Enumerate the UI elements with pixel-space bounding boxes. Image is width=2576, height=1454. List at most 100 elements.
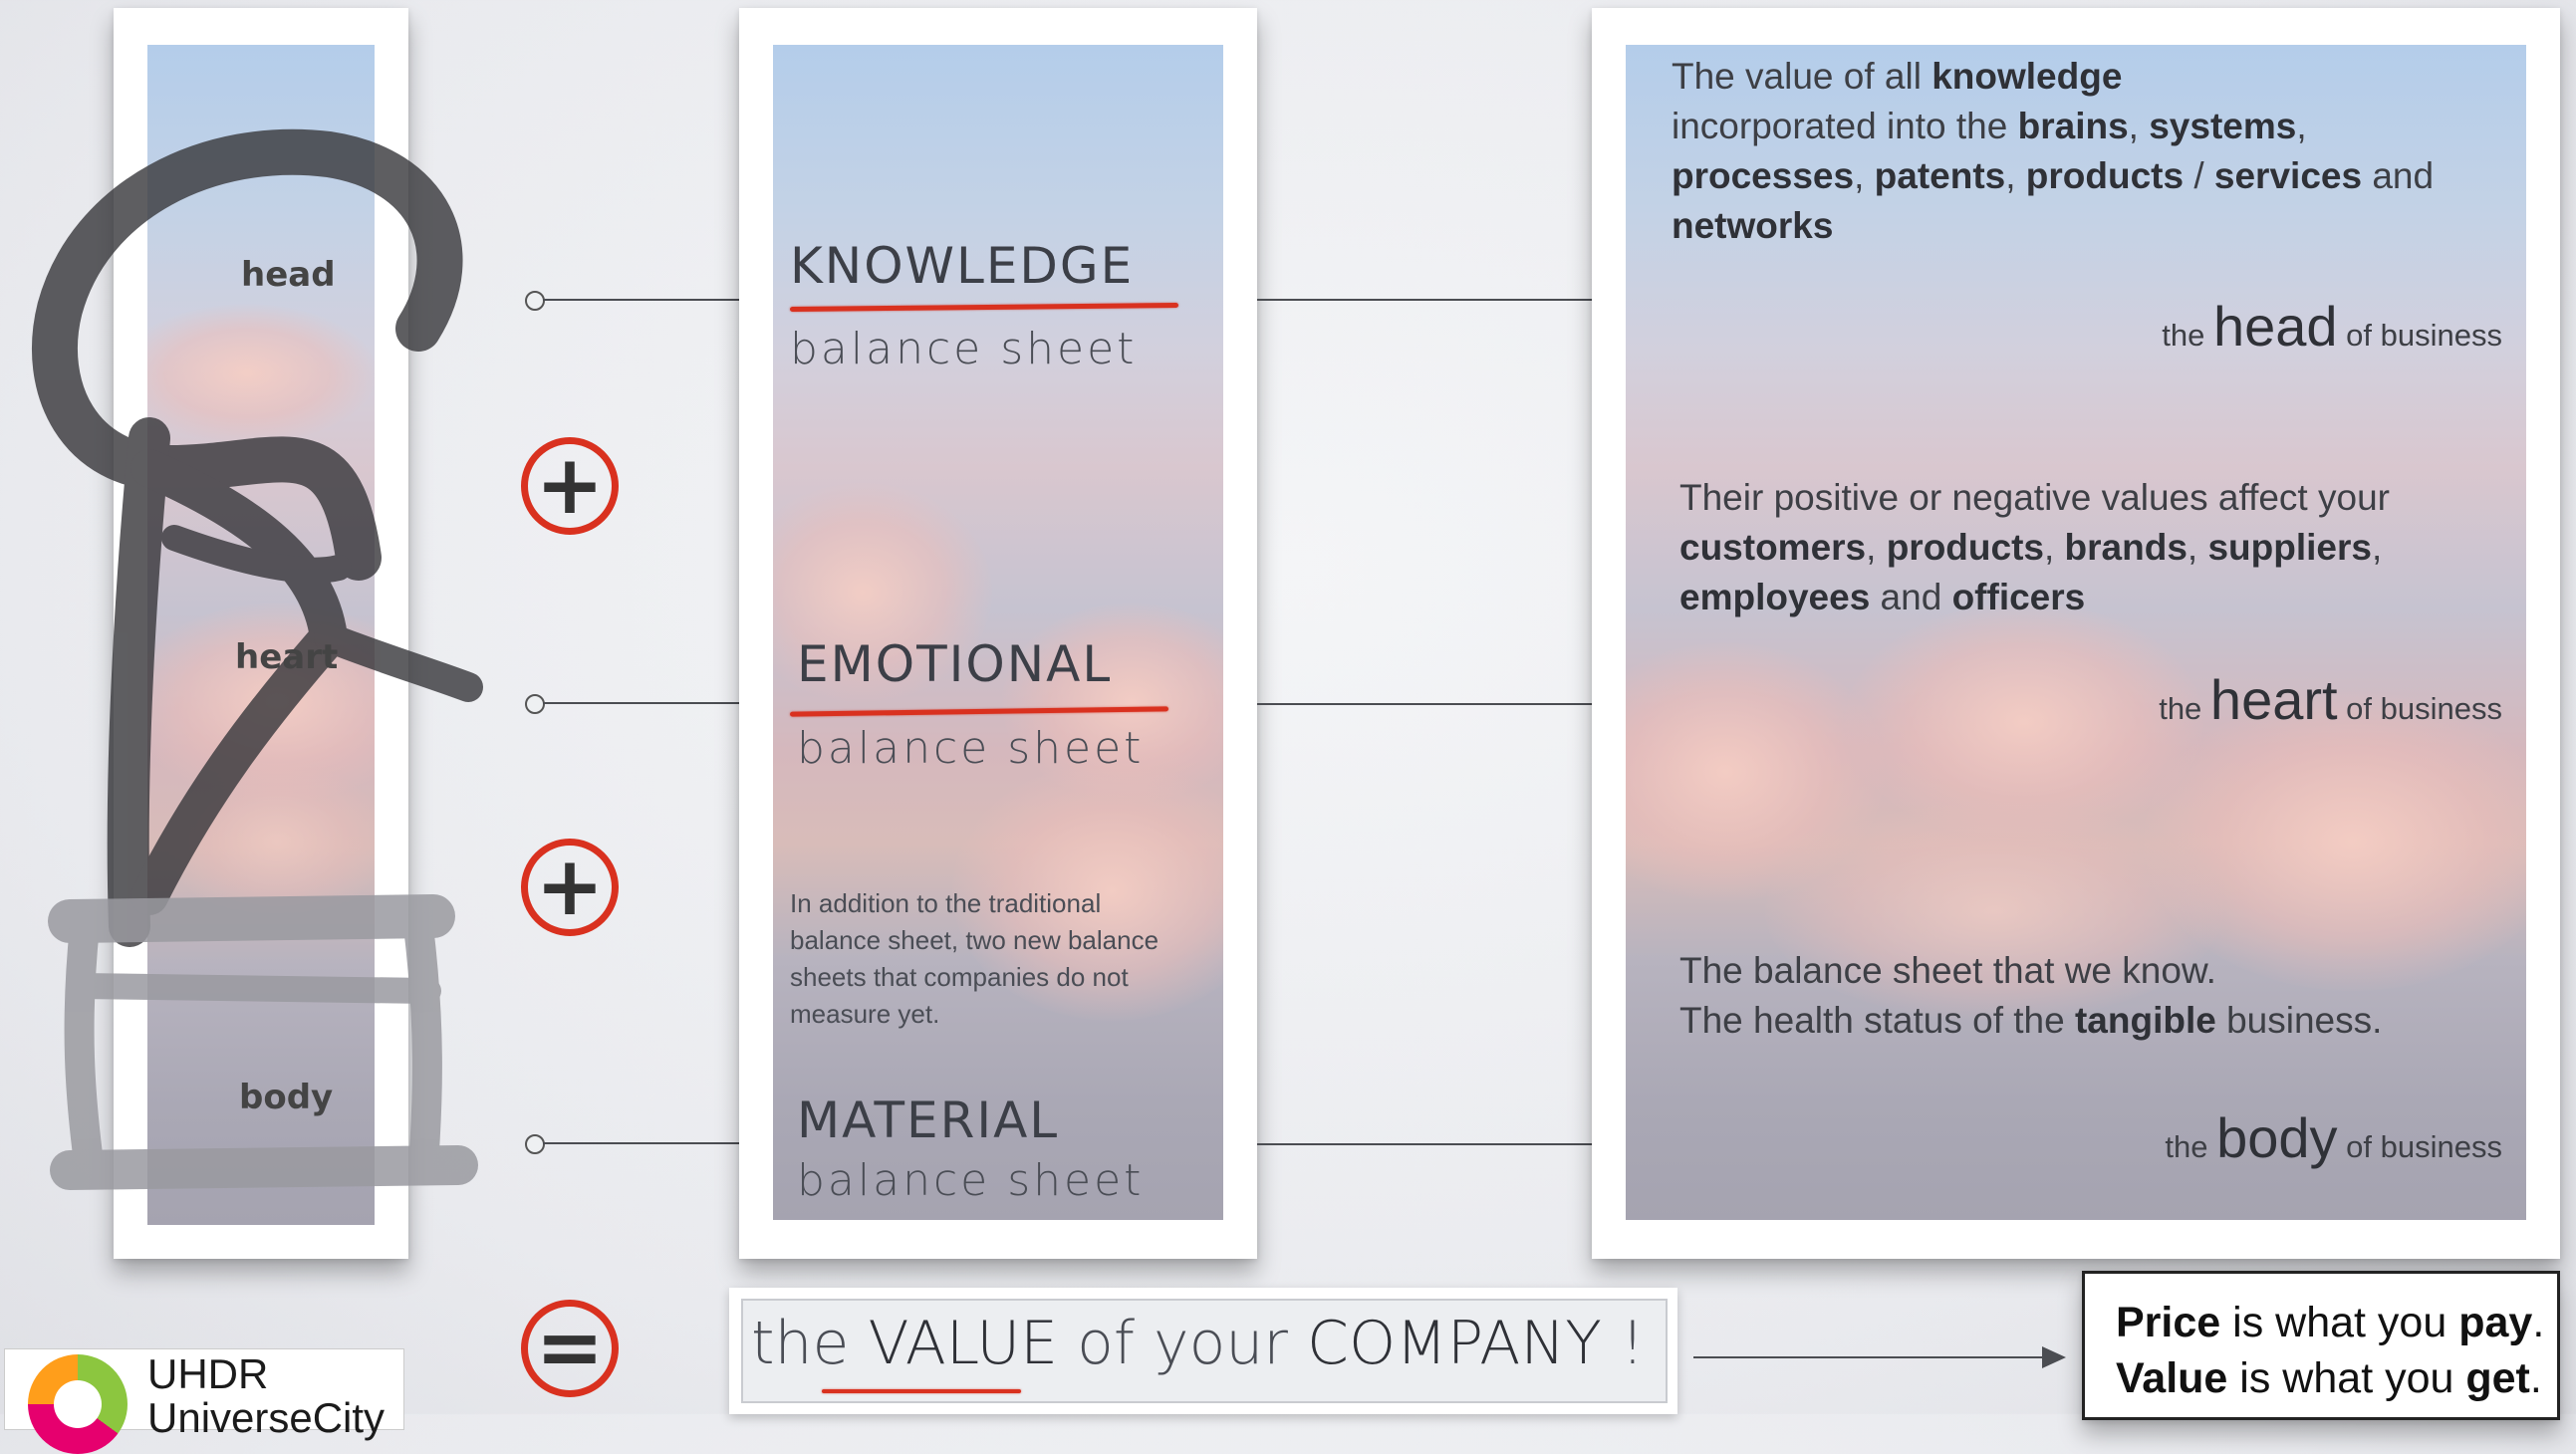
text-segment: Price: [2116, 1299, 2221, 1346]
cloud: [952, 762, 1223, 1021]
connector-node-head: [525, 291, 545, 311]
emotional-subtitle: balance sheet: [797, 723, 1145, 774]
heart-description: Their positive or negative values affect…: [1679, 473, 2496, 622]
logo-line-2: UniverseCity: [147, 1394, 386, 1441]
knowledge-title: KNOWLEDGE: [790, 237, 1135, 295]
heart-of-business-tag: the heart of business: [2159, 667, 2502, 732]
text-segment: /: [2184, 155, 2214, 196]
text-segment: body: [2216, 1106, 2338, 1169]
text-segment: incorporated into the: [1672, 106, 2018, 146]
text-segment: ,: [2005, 155, 2026, 196]
logo-icon-inner: [54, 1380, 102, 1428]
head-of-business-tag: the head of business: [2162, 294, 2502, 359]
head-tag-wrap: the head of business: [1626, 279, 2502, 359]
text-segment: officers: [1951, 577, 2086, 617]
connector-line-heart: [543, 702, 742, 704]
middle-panel-sky: [773, 45, 1223, 1220]
text-segment: is what you: [2227, 1354, 2466, 1402]
text-segment: ,: [2043, 527, 2065, 568]
arrow-head-icon: [2042, 1346, 2066, 1368]
material-subtitle: balance sheet: [797, 1155, 1145, 1206]
heart-tag-wrap: the heart of business: [1626, 647, 2502, 732]
text-segment: and: [2362, 155, 2435, 196]
text-segment: pay: [2458, 1299, 2533, 1346]
material-title: MATERIAL: [797, 1091, 1060, 1149]
equals-icon: =: [521, 1300, 619, 1397]
text-segment: get: [2465, 1354, 2530, 1402]
label-heart: heart: [235, 637, 339, 677]
plus-icon: +: [521, 839, 619, 936]
text-segment: of business: [2337, 691, 2502, 726]
cloud: [1765, 802, 2223, 1021]
value-word: VALUE: [868, 1309, 1059, 1378]
body-tag-wrap: the body of business: [1626, 1090, 2502, 1170]
company-word: COMPANY: [1307, 1309, 1602, 1378]
text-segment: ,: [2128, 106, 2150, 146]
text-segment: ,: [2371, 527, 2383, 568]
text-segment: head: [2212, 295, 2338, 358]
cloud: [147, 304, 375, 443]
left-panel-sky: [147, 45, 375, 1225]
arrow-line-value: [1693, 1356, 2048, 1358]
text-segment: of business: [2337, 318, 2502, 353]
label-body: body: [239, 1078, 334, 1117]
text-segment: the: [2159, 691, 2210, 726]
text-segment: and: [1870, 577, 1952, 617]
text-segment: Value: [2116, 1354, 2228, 1402]
connector-line-body: [543, 1142, 742, 1144]
text-segment: ,: [2187, 527, 2208, 568]
body-description: The balance sheet that we know. The heal…: [1679, 946, 2496, 1046]
cloud: [773, 483, 992, 702]
balance-sheet-note: In addition to the traditional balance s…: [790, 888, 1159, 1029]
text-segment: knowledge: [1932, 56, 2123, 97]
text-segment: systems: [2149, 106, 2297, 146]
text-segment: services: [2213, 155, 2363, 196]
price-value-quote: Price is what you pay. Value is what you…: [2116, 1295, 2544, 1406]
logo-icon: [28, 1354, 128, 1454]
logo-text: UHDR UniverseCity: [147, 1352, 385, 1440]
knowledge-subtitle: balance sheet: [790, 324, 1138, 374]
text-segment: ,: [2296, 106, 2307, 146]
emotional-title: EMOTIONAL: [797, 635, 1113, 693]
text-segment: processes: [1672, 155, 1855, 196]
text-segment: the: [2165, 1129, 2217, 1164]
text-segment: ,: [1854, 155, 1875, 196]
connector-node-body: [525, 1134, 545, 1154]
body-of-business-tag: the body of business: [2165, 1105, 2502, 1170]
text-segment: heart: [2209, 668, 2338, 731]
cloud: [167, 762, 375, 921]
text-segment: .: [2532, 1299, 2545, 1346]
text-segment: tangible: [2074, 1000, 2216, 1041]
text-segment: products: [2025, 155, 2185, 196]
text-segment: The value of all: [1672, 56, 1932, 97]
text-segment: The balance sheet that we know.: [1679, 950, 2216, 991]
text-segment: products: [1886, 527, 2044, 568]
text-segment: employees: [1679, 577, 1871, 617]
text-segment: .: [2529, 1354, 2542, 1402]
text-segment: The health status of the: [1679, 1000, 2075, 1041]
text-segment: is what you: [2220, 1299, 2459, 1346]
value-underline: [822, 1389, 1021, 1393]
head-description: The value of all knowledge incorporated …: [1672, 52, 2488, 251]
value-box-inner: [741, 1299, 1668, 1403]
text-segment: the: [2162, 318, 2213, 353]
connector-node-heart: [525, 694, 545, 714]
text-segment: Their positive or negative values affect…: [1679, 477, 2390, 518]
text-segment: the: [751, 1309, 869, 1378]
logo-line-1: UHDR: [147, 1350, 269, 1397]
text-segment: networks: [1672, 205, 1834, 246]
text-segment: suppliers: [2207, 527, 2372, 568]
plus-icon: +: [521, 437, 619, 535]
text-segment: !: [1601, 1309, 1645, 1378]
text-segment: ,: [1866, 527, 1887, 568]
value-of-company: the VALUE of your COMPANY !: [751, 1309, 1645, 1378]
text-segment: brands: [2064, 527, 2188, 568]
text-segment: customers: [1679, 527, 1867, 568]
text-segment: of your: [1058, 1309, 1308, 1378]
text-segment: patents: [1874, 155, 2006, 196]
text-segment: brains: [2017, 106, 2129, 146]
connector-line-head: [543, 299, 742, 301]
text-segment: of business: [2337, 1129, 2502, 1164]
label-head: head: [241, 255, 336, 295]
right-panel-sky: [1626, 45, 2526, 1220]
